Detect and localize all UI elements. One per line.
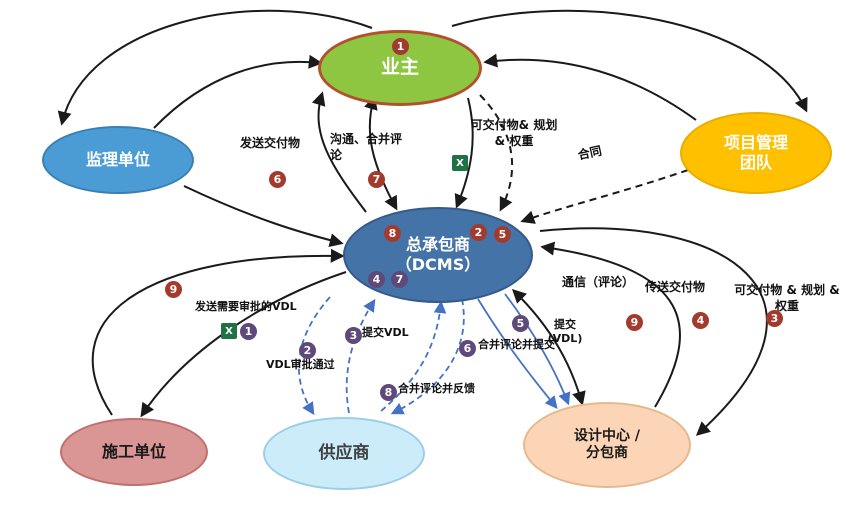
node-project-management-team-label: 项目管理 团队 <box>723 133 788 172</box>
badge-step-2-contractor: 2 <box>470 224 487 241</box>
badge-step-1-vdl: 1 <box>240 323 257 340</box>
edge-contractor-to-design-merge-submit <box>477 298 558 409</box>
edge-pm-to-contractor-contract <box>520 169 689 224</box>
edge-label-submit-vdl: 提交VDL <box>362 326 409 339</box>
edge-owner-to-contractor-dashed <box>479 94 513 212</box>
edge-contractor-owner-communication <box>364 95 398 211</box>
edge-label-merge-comments-feedback: 合并评论并反馈 <box>398 382 475 395</box>
edge-design-to-contractor-transfer <box>540 241 681 408</box>
edge-contractor-to-owner-send-deliverables <box>311 91 367 213</box>
node-supplier: 供应商 <box>263 417 425 490</box>
badge-step-3-submit-vdl: 3 <box>345 327 362 344</box>
excel-icon-top: X <box>452 155 468 171</box>
edge-contractor-to-supplier-approved <box>298 296 331 416</box>
badge-step-4-right: 4 <box>692 312 709 329</box>
badge-step-1-owner: 1 <box>392 38 409 55</box>
edge-label-send-deliverables: 发送交付物 <box>240 136 301 150</box>
badge-step-3-right: 3 <box>766 310 783 327</box>
edge-label-communication-merge-comments: 沟通、合并评 论 <box>330 132 403 162</box>
node-supervision-unit: 监理单位 <box>42 126 194 194</box>
edge-label-send-vdl-for-approval: 发送需要审批的VDL <box>195 300 297 313</box>
edge-label-deliverables-planning-weight-top: 可交付物& 规划 & 权重 <box>470 118 558 148</box>
edge-pm-to-owner <box>483 53 697 121</box>
badge-step-6-merge-submit: 6 <box>459 340 476 357</box>
edge-supplier-to-contractor-return <box>380 300 447 412</box>
badge-step-6: 6 <box>269 171 286 188</box>
badge-step-4-contractor: 4 <box>368 271 385 288</box>
edge-contractor-design-communication <box>511 289 586 406</box>
excel-icon-bottom: X <box>221 323 237 339</box>
badge-step-7: 7 <box>368 171 385 188</box>
badge-step-5-submit: 5 <box>512 315 529 332</box>
edge-contractor-to-design-submit <box>504 293 571 406</box>
node-general-contractor-dcms: 总承包商 （DCMS） <box>343 207 533 303</box>
edge-construction-to-contractor <box>91 248 345 416</box>
excel-icon-top-glyph: X <box>456 157 464 169</box>
edge-owner-to-supervision <box>57 9 373 126</box>
node-design-center-subcontractor-label: 设计中心 / 分包商 <box>574 427 640 462</box>
edge-owner-to-contractor-deliverables <box>454 97 474 209</box>
node-construction-unit: 施工单位 <box>60 418 208 486</box>
edge-contractor-to-supplier-feedback <box>390 298 465 415</box>
edge-supervision-to-owner <box>153 54 323 129</box>
edge-label-communication-comments: 通信（评论） <box>562 275 635 289</box>
badge-step-9-left: 9 <box>165 281 182 298</box>
badge-step-5-contractor: 5 <box>494 226 511 243</box>
node-supplier-label: 供应商 <box>318 442 370 463</box>
badge-step-9-right: 9 <box>626 314 643 331</box>
edge-label-submit-vdl-2: 提交 (VDL) <box>547 318 583 346</box>
edge-supervision-to-contractor <box>183 185 344 247</box>
edge-owner-to-pm <box>451 9 808 113</box>
node-project-management-team: 项目管理 团队 <box>680 112 832 194</box>
edge-contractor-to-design-deliverables <box>539 227 768 436</box>
badge-step-8-contractor: 8 <box>384 225 401 242</box>
edge-label-deliverables-planning-weight-right: 可交付物 & 规划 & 权重 <box>734 283 840 313</box>
badge-step-2-vdl-approved: 2 <box>299 342 316 359</box>
edge-label-vdl-approved: VDL审批通过 <box>266 358 335 371</box>
badge-step-8-feedback: 8 <box>380 384 397 401</box>
edge-supplier-to-contractor-submit-vdl <box>345 298 376 414</box>
badge-step-7-contractor: 7 <box>391 271 408 288</box>
node-owner-label: 业主 <box>380 56 419 79</box>
excel-icon-bottom-glyph: X <box>225 325 233 337</box>
node-construction-unit-label: 施工单位 <box>101 442 166 461</box>
node-supervision-unit-label: 监理单位 <box>85 150 150 169</box>
edge-label-transfer-deliverables: 传送交付物 <box>645 280 706 294</box>
node-design-center-subcontractor: 设计中心 / 分包商 <box>523 402 691 488</box>
node-general-contractor-dcms-label: 总承包商 （DCMS） <box>395 235 481 274</box>
